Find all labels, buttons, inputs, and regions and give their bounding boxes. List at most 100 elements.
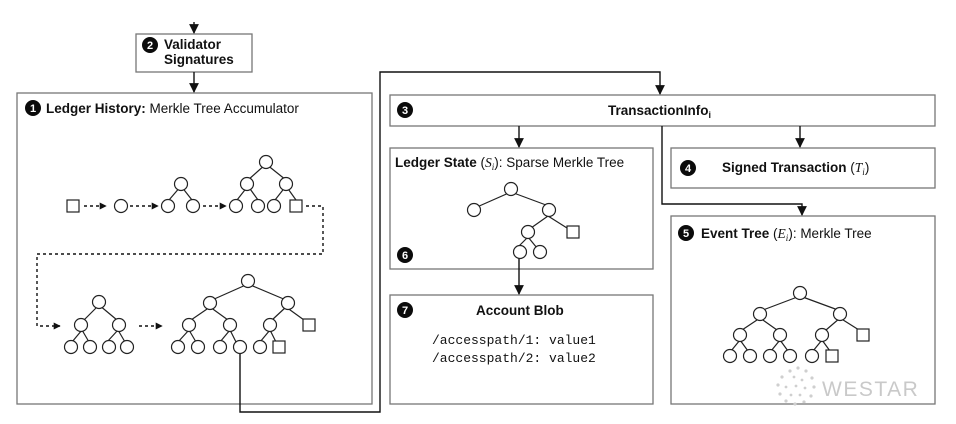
leaf-square [272, 340, 286, 354]
event-tree-symbol-sub: i [786, 233, 789, 243]
transaction-info-title: 3 TransactionInfoi [397, 102, 711, 120]
tree-node [160, 198, 176, 214]
tree-node [228, 198, 244, 214]
transaction-info-sub: i [709, 110, 712, 120]
tree-node [772, 327, 788, 343]
tree-node [532, 244, 548, 260]
tree-node [212, 339, 228, 355]
accumulator-row-1 [36, 154, 324, 330]
number-badge-2 [142, 37, 158, 53]
tree-node [185, 198, 201, 214]
leaf-square [302, 318, 316, 332]
tree-node [742, 348, 758, 364]
badge-text: 2 [147, 40, 153, 52]
tree-node [792, 285, 808, 301]
transaction-info-box [389, 94, 936, 127]
badge-text: 6 [402, 250, 408, 262]
tree-node [173, 176, 189, 192]
tree-edges [476, 191, 568, 249]
tree-node [762, 348, 778, 364]
leaf-square [66, 199, 80, 213]
number-badge-7 [397, 302, 413, 318]
account-blob-title: 7 Account Blob /accesspath/1: value1 /ac… [397, 302, 596, 366]
ledger-state-text: Ledger State (Si): Sparse Merkle Tree [395, 155, 624, 172]
tree-node [732, 327, 748, 343]
number-badge-1 [25, 100, 41, 116]
tree-node [752, 306, 768, 322]
arrow-to-event-tree [661, 126, 807, 216]
ledger-history-title: 1 Ledger History: Merkle Tree Accumulato… [25, 100, 299, 116]
westar-logo-icon [776, 366, 816, 406]
badge-text: 1 [30, 103, 36, 115]
number-badge-6 [397, 247, 413, 263]
badge-text: 3 [402, 105, 408, 117]
event-merkle-tree [722, 285, 870, 364]
badge-text: 7 [402, 305, 408, 317]
account-blob-box [389, 294, 654, 405]
validator-line2: Signatures [164, 52, 234, 67]
tree-node [262, 317, 278, 333]
signed-transaction-symbol-sub: i [862, 167, 865, 177]
validator-signatures-label: 2 Validator Signatures [142, 37, 234, 67]
event-tree-title: 5 Event Tree (Ei): Merkle Tree [678, 225, 872, 243]
tree-node [278, 176, 294, 192]
ledger-state-rest: : Sparse Merkle Tree [499, 155, 624, 170]
tree-node [541, 202, 557, 218]
account-blob-entry-1: /accesspath/1: value1 [432, 333, 596, 348]
tree-node [239, 176, 255, 192]
validator-line1: Validator [164, 37, 222, 52]
tree-node [503, 181, 519, 197]
tree-node [832, 306, 848, 322]
ledger-state-bold: Ledger State [395, 155, 477, 170]
event-tree-text: Event Tree (Ei): Merkle Tree [701, 226, 872, 243]
tree-node [252, 339, 268, 355]
number-badge-4 [680, 160, 696, 176]
tree-node [250, 198, 266, 214]
tree-edges [177, 283, 305, 343]
ledger-history-bold: Ledger History: [46, 101, 146, 116]
tree-node [520, 224, 536, 240]
signed-transaction-symbol: T [855, 160, 864, 175]
signed-transaction-box [670, 147, 936, 189]
tree-node [101, 339, 117, 355]
tree-node [63, 339, 79, 355]
leaf-square [825, 349, 839, 363]
tree-node [82, 339, 98, 355]
tree-node [782, 348, 798, 364]
number-badge-3 [397, 102, 413, 118]
event-tree-box [670, 215, 936, 405]
transaction-info-main: TransactionInfo [608, 103, 709, 118]
badge-text: 4 [685, 163, 692, 175]
watermark-text: WESTAR [822, 378, 919, 401]
leaf-square [566, 225, 580, 239]
connector-accumulator-to-transaction-info [239, 71, 665, 413]
tree-node [119, 339, 135, 355]
tree-node [240, 273, 256, 289]
accumulator-row-2 [63, 273, 316, 355]
ledger-state-symbol-sub: i [492, 162, 495, 172]
westar-watermark: WESTAR [776, 366, 919, 406]
tree-node [91, 294, 107, 310]
tree-node [512, 244, 528, 260]
tree-node [111, 317, 127, 333]
tree-node [466, 202, 482, 218]
tree-node [266, 198, 282, 214]
event-tree-symbol: E [777, 226, 787, 241]
transaction-info-text: TransactionInfoi [608, 103, 711, 120]
tree-edges [236, 163, 297, 201]
signed-transaction-bold: Signed Transaction [722, 160, 847, 175]
tree-edges [71, 304, 126, 343]
tree-node [232, 339, 248, 355]
badge-text: 5 [683, 228, 689, 240]
ledger-history-text: Ledger History: Merkle Tree Accumulator [46, 101, 299, 116]
ledger-history-rest: Merkle Tree Accumulator [146, 101, 300, 116]
tree-node [258, 154, 274, 170]
tree-node [722, 348, 738, 364]
tree-node [181, 317, 197, 333]
number-badge-5 [678, 225, 694, 241]
sparse-merkle-tree [466, 181, 580, 260]
event-tree-rest: : Merkle Tree [793, 226, 872, 241]
event-tree-bold: Event Tree [701, 226, 770, 241]
leaf-square [856, 328, 870, 342]
